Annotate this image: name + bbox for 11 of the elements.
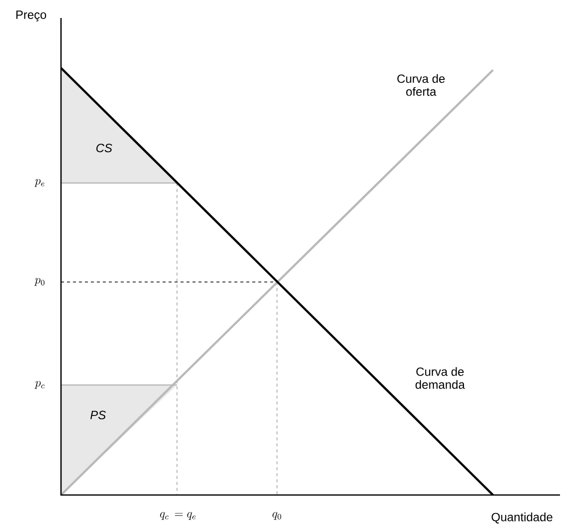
area-label: CS: [96, 144, 112, 152]
axis-label: Quantidade: [492, 512, 552, 524]
price-label: $p_0$: [34, 278, 44, 286]
curve-label: Curva de oferta: [397, 74, 445, 96]
price-label: $p_c$: [34, 381, 45, 389]
quantity-label: $q_c \, = q_e$: [160, 512, 196, 520]
axis-label: Preço: [16, 10, 46, 22]
area-label: PS: [90, 410, 106, 420]
price-label: $p_e$: [34, 179, 44, 187]
curve-label: Curva de demanda: [416, 367, 465, 389]
quantity-label: $q_0$: [272, 512, 282, 520]
